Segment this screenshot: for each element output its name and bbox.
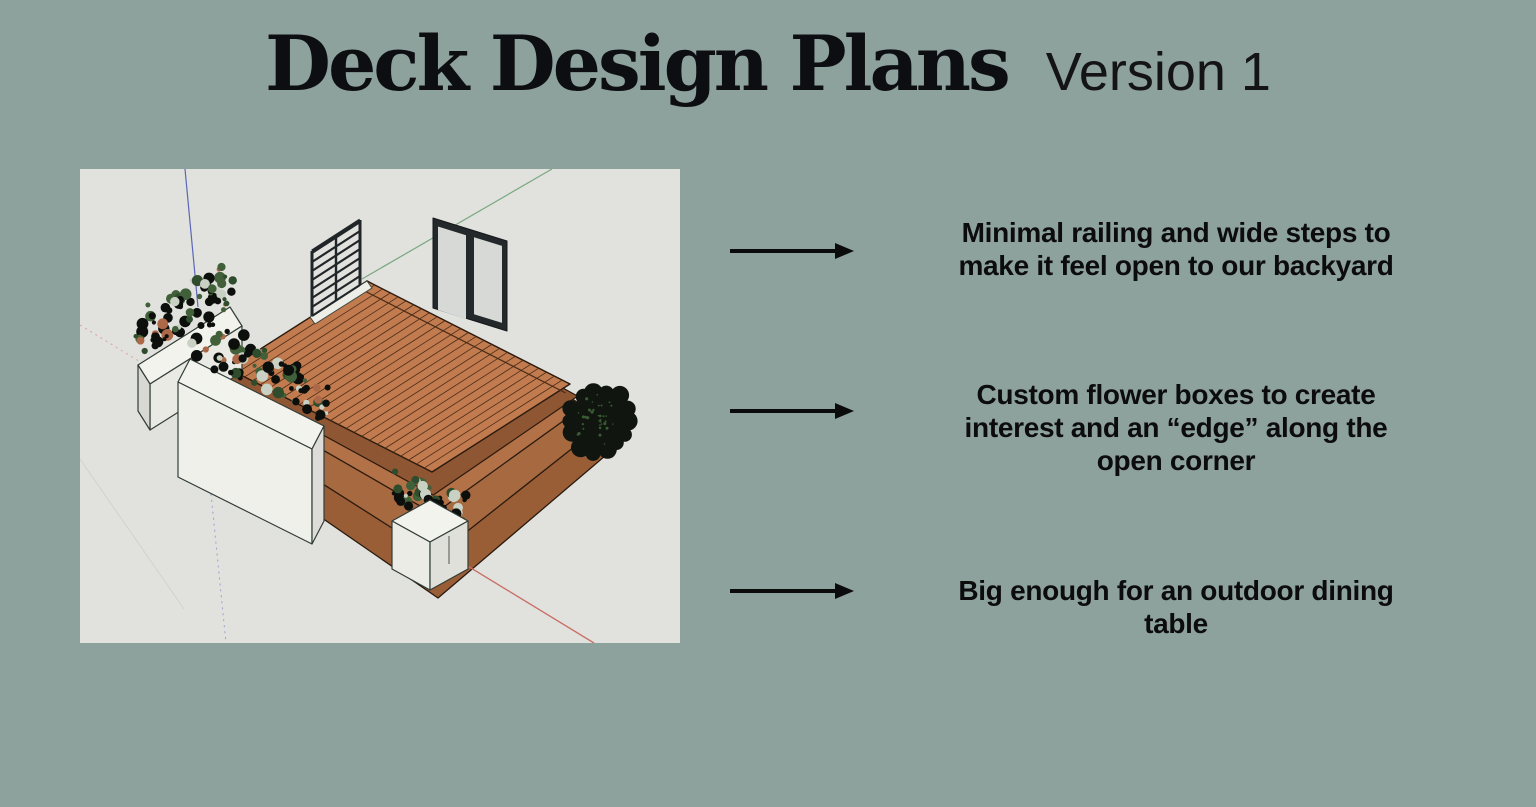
privacy-screen (310, 218, 362, 317)
version-label: Version 1 (1045, 42, 1271, 102)
model-axes (80, 169, 553, 643)
french-door (432, 217, 508, 332)
front-flower-box (391, 499, 469, 591)
page-title: Deck Design Plans (265, 19, 1011, 108)
deck-model-image (80, 169, 680, 643)
arrow-icon (730, 403, 854, 419)
arrow-icon (730, 243, 854, 259)
shrub (562, 383, 638, 461)
deck-render (80, 169, 680, 643)
title-row: Deck Design Plans Version 1 (0, 26, 1536, 102)
annotation-flower-boxes: Custom flower boxes to create interest a… (964, 379, 1388, 476)
arrow-icon (730, 583, 854, 599)
annotation-dining-table: Big enough for an outdoor dining table (958, 575, 1394, 639)
annotation-minimal-railing: Minimal railing and wide steps to make i… (958, 217, 1394, 281)
